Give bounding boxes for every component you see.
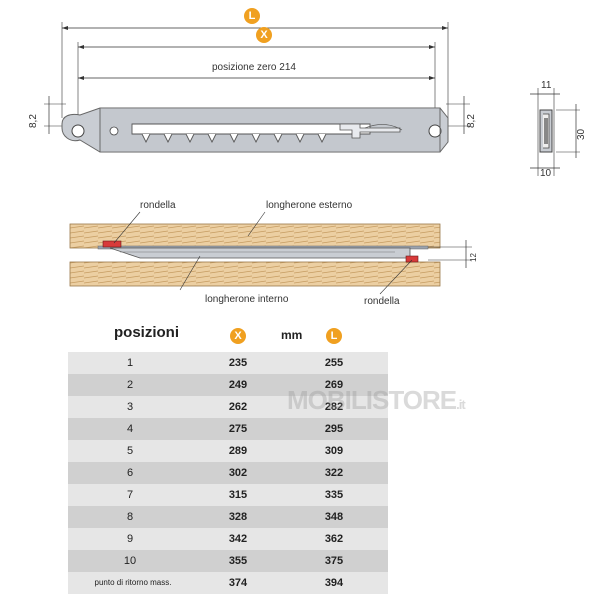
inner-rail-wood: [69, 261, 441, 287]
height-dimension-right: [446, 96, 470, 134]
slide-part: [61, 107, 449, 153]
row-position: 1: [126, 357, 134, 369]
row-l-value: 348: [324, 511, 344, 523]
left-height-label: 8,2: [28, 114, 39, 128]
callout-rondella-left: rondella: [140, 200, 176, 211]
zero-position-label: posizione zero 214: [212, 62, 296, 73]
L-badge-icon: L: [244, 8, 260, 24]
table-row: 7 315 335: [68, 484, 388, 506]
row-position: 3: [126, 401, 134, 413]
table-row: 4 275 295: [68, 418, 388, 440]
row-l-value: 309: [324, 445, 344, 457]
callout-longherone-interno: longherone interno: [205, 294, 289, 305]
table-row: punto di ritorno mass. 374 394: [68, 572, 388, 594]
right-height-label: 8,2: [466, 114, 477, 128]
row-l-value: 269: [324, 379, 344, 391]
L-header-icon: L: [326, 328, 342, 344]
side-dim-11: 11: [541, 80, 552, 91]
row-x-value: 235: [228, 357, 248, 369]
row-position: 8: [126, 511, 134, 523]
row-position: 5: [126, 445, 134, 457]
row-x-value: 249: [228, 379, 248, 391]
callout-rondella-right: rondella: [364, 296, 400, 307]
row-l-value: 394: [324, 577, 344, 589]
section-dim-12: 12: [469, 253, 478, 262]
side-dim-10: 10: [540, 168, 552, 179]
row-position: 2: [126, 379, 134, 391]
table-row: 6 302 322: [68, 462, 388, 484]
row-x-value: 328: [228, 511, 248, 523]
table-row: 10 355 375: [68, 550, 388, 572]
header-positions: posizioni: [114, 324, 179, 341]
header-mm: mm: [281, 328, 303, 342]
table-row: 9 342 362: [68, 528, 388, 550]
row-l-value: 295: [324, 423, 344, 435]
row-x-value: 342: [228, 533, 248, 545]
row-l-value: 362: [324, 533, 344, 545]
callout-longherone-esterno: longherone esterno: [266, 200, 353, 211]
side-dim-30: 30: [576, 128, 587, 140]
row-position: 9: [126, 533, 134, 545]
watermark-logo: MOBILISTORE.it: [287, 385, 466, 415]
row-l-value: 282: [324, 401, 344, 413]
table-row: 2 249 269: [68, 374, 388, 396]
row-x-value: 355: [228, 555, 248, 567]
washer-right: [405, 255, 419, 263]
X-badge-icon: X: [256, 27, 272, 43]
row-position: punto di ritorno mass.: [94, 578, 172, 587]
table-row: 8 328 348: [68, 506, 388, 528]
row-l-value: 255: [324, 357, 344, 369]
row-position: 10: [123, 555, 137, 567]
row-l-value: 335: [324, 489, 344, 501]
technical-drawing: [44, 22, 580, 295]
row-position: 4: [126, 423, 134, 435]
side-view: [530, 88, 580, 176]
X-header-icon: X: [230, 328, 246, 344]
dimension-line-zero: [78, 76, 435, 80]
row-position: 6: [126, 467, 134, 479]
section-view: [69, 211, 472, 295]
positions-table: 1 235 255 2 249 269 3 262 282 4 275 295 5 289 309 6 302 3…: [68, 352, 388, 594]
table-row: 5 289 309: [68, 440, 388, 462]
row-l-value: 375: [324, 555, 344, 567]
dimension-line-L: [61, 22, 449, 118]
row-x-value: 374: [228, 577, 248, 589]
table-header: posizioni X mm L: [68, 318, 388, 352]
table-row: 3 262 282: [68, 396, 388, 418]
row-x-value: 275: [228, 423, 248, 435]
table-row: 1 235 255: [68, 352, 388, 374]
row-x-value: 262: [228, 401, 248, 413]
row-x-value: 315: [228, 489, 248, 501]
outer-rail-wood: [69, 223, 441, 249]
row-x-value: 289: [228, 445, 248, 457]
row-l-value: 322: [324, 467, 344, 479]
row-position: 7: [126, 489, 134, 501]
washer-left: [102, 240, 122, 248]
row-x-value: 302: [228, 467, 248, 479]
